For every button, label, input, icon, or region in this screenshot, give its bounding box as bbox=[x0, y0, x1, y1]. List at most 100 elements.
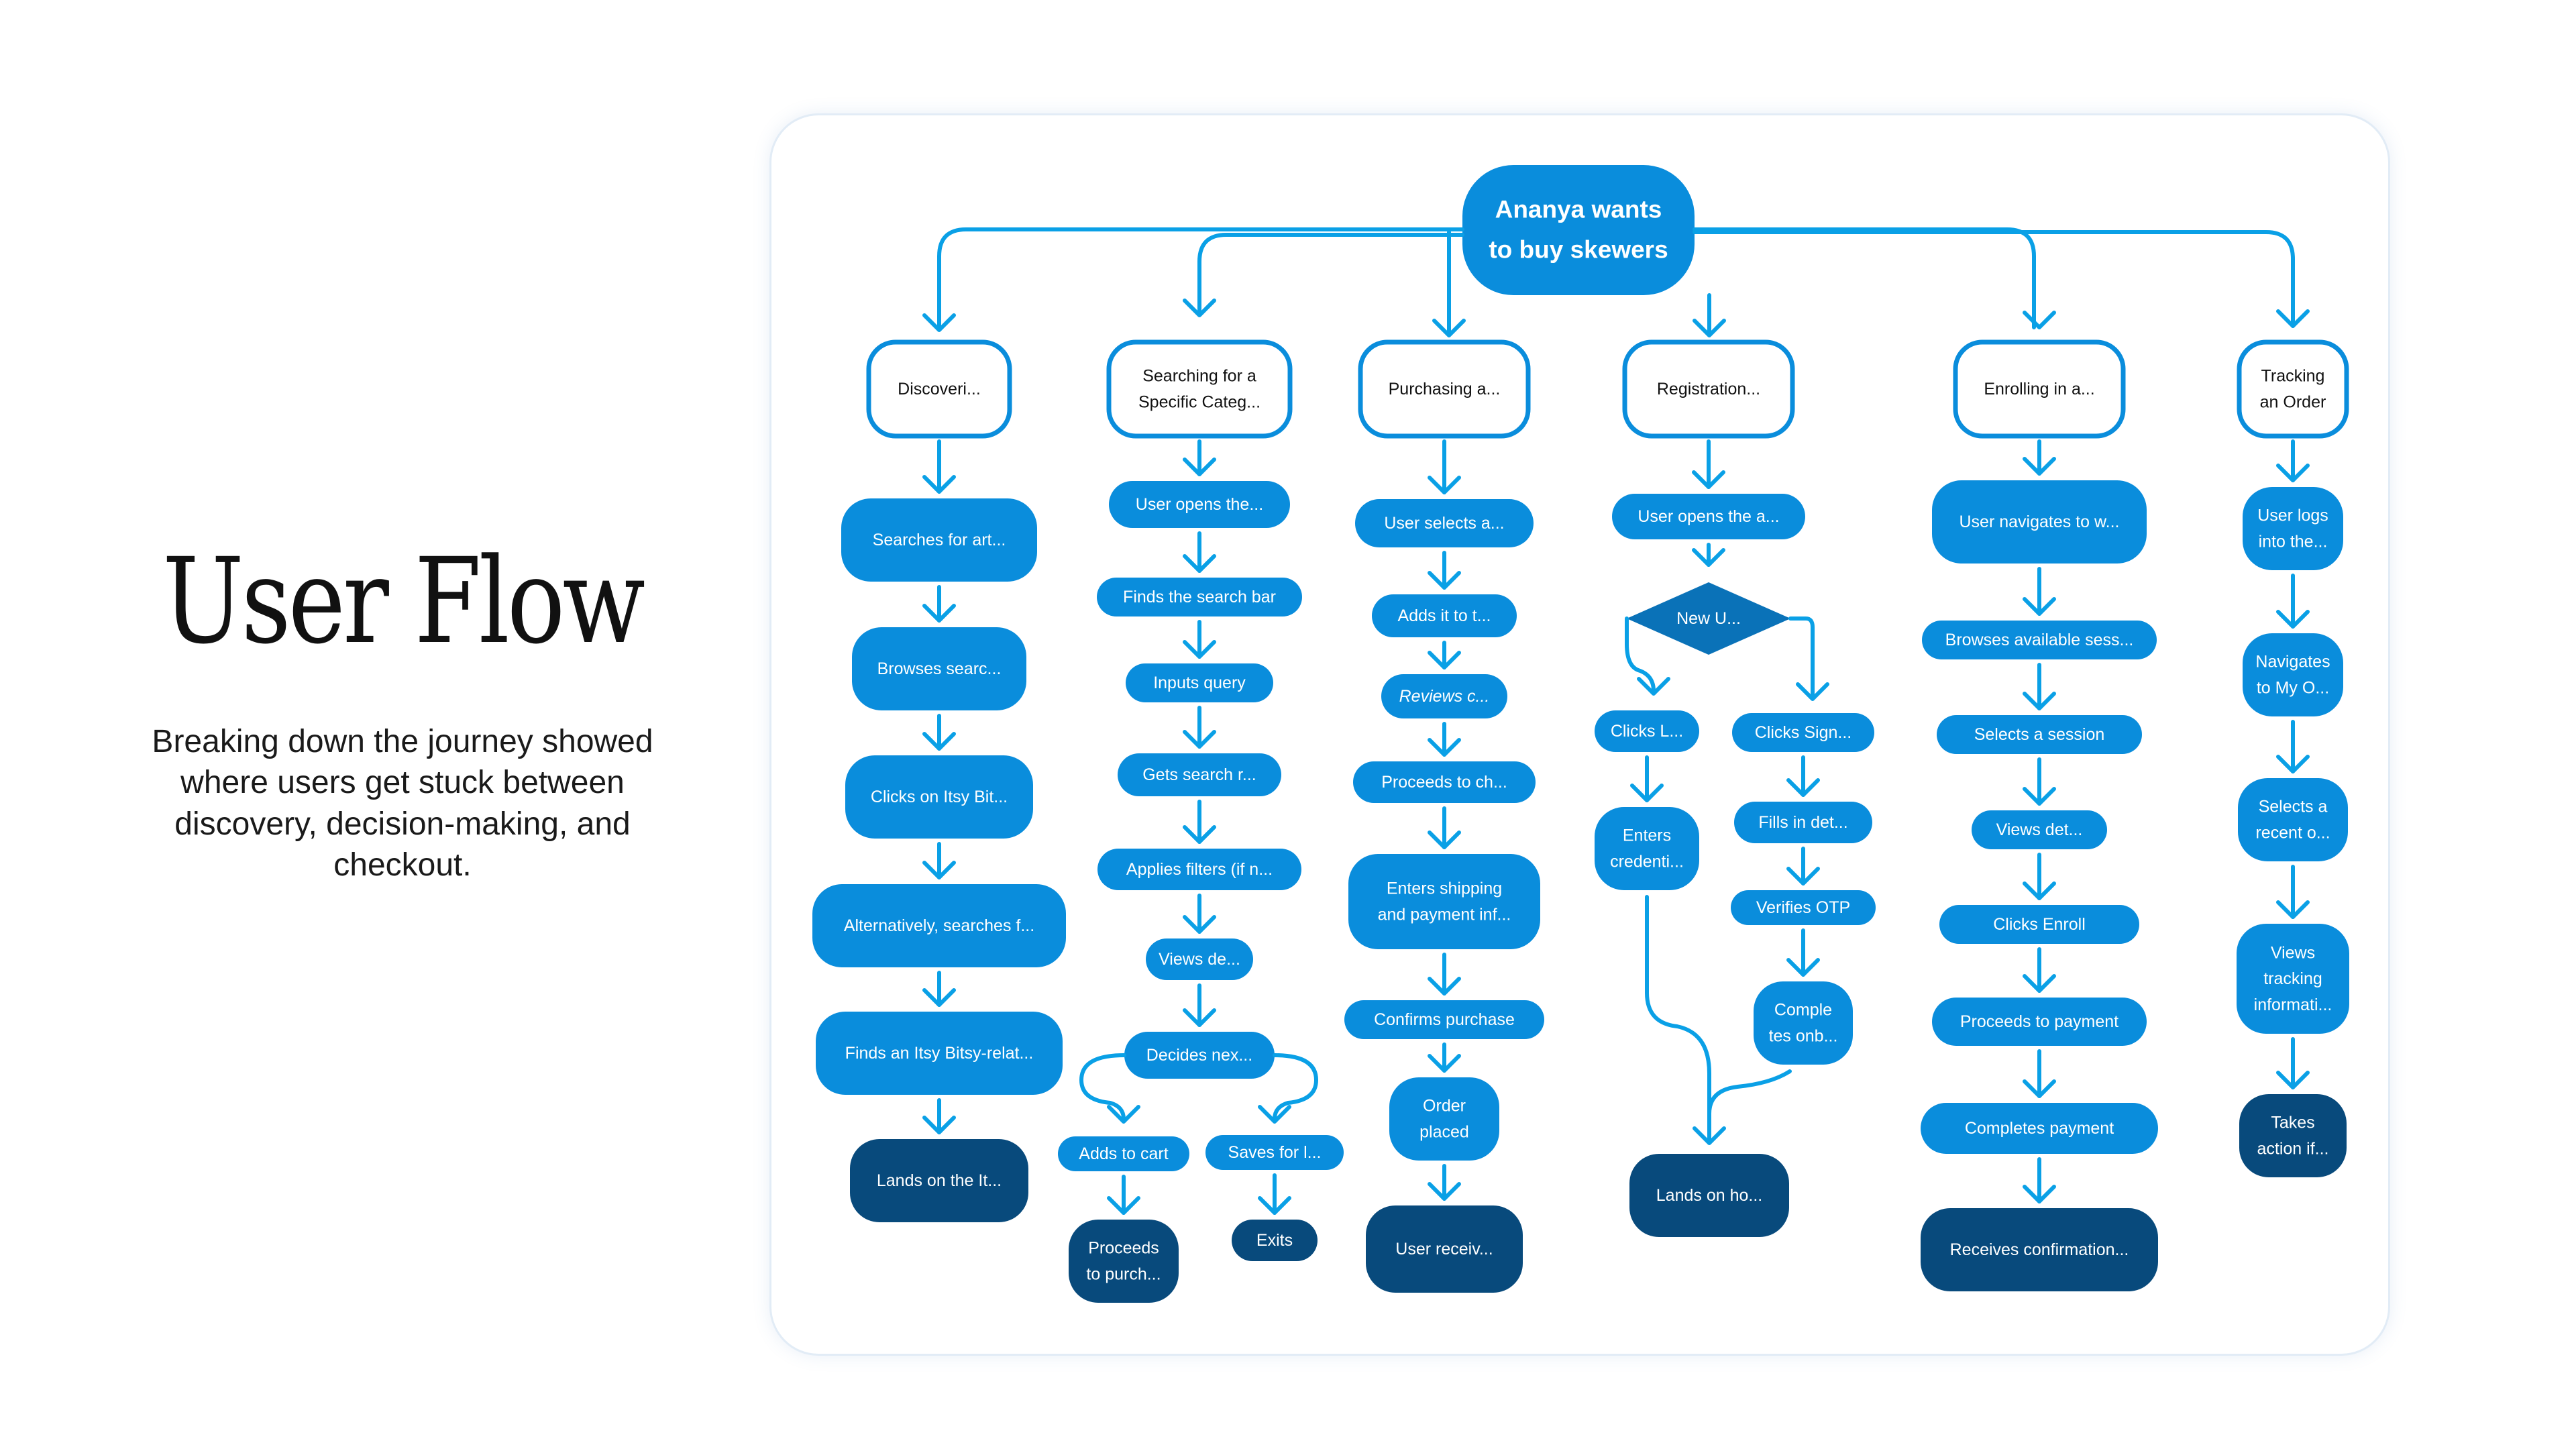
step-node bbox=[1732, 713, 1874, 752]
category-shape bbox=[1358, 339, 1531, 439]
arrow-head bbox=[2023, 597, 2056, 616]
step-node bbox=[1355, 499, 1534, 547]
step-node bbox=[1372, 594, 1517, 637]
arrow-head bbox=[2276, 309, 2310, 328]
step-shape bbox=[1595, 710, 1699, 752]
arrow-head bbox=[2023, 881, 2056, 900]
step-shape bbox=[1937, 715, 2142, 754]
step-shape bbox=[1932, 998, 2147, 1046]
step-node bbox=[1612, 494, 1805, 539]
node-label: Comple bbox=[1774, 1001, 1832, 1020]
node-label: Navigates bbox=[2255, 653, 2330, 672]
step-node bbox=[1595, 807, 1699, 890]
arrow-head bbox=[1183, 640, 1216, 659]
step-shape bbox=[1069, 1220, 1179, 1303]
node-label: Selects a bbox=[2259, 798, 2328, 816]
arrow-head bbox=[1428, 571, 1461, 590]
arrow-head bbox=[1258, 1196, 1291, 1215]
step-node bbox=[1754, 981, 1853, 1065]
arrow-head bbox=[2023, 311, 2056, 329]
node-label: Discoveri... bbox=[898, 380, 981, 398]
node-label: Specific Categ... bbox=[1138, 392, 1260, 411]
arrow-head bbox=[1796, 682, 1829, 701]
step-shape bbox=[812, 884, 1066, 967]
step-node bbox=[1972, 810, 2107, 849]
arrow-head bbox=[1786, 867, 1820, 885]
root-connector bbox=[1693, 227, 2036, 329]
step-node bbox=[1205, 1135, 1344, 1170]
step-node bbox=[1344, 1000, 1544, 1039]
step-node bbox=[1932, 480, 2147, 564]
node-label: an Order bbox=[2260, 392, 2326, 411]
step-node bbox=[845, 755, 1033, 839]
node-label: Fills in det... bbox=[1758, 813, 1847, 832]
step-node bbox=[1921, 1103, 2158, 1154]
arrow-head bbox=[1428, 476, 1461, 494]
step-shape bbox=[1124, 1032, 1275, 1079]
step-node bbox=[2243, 487, 2343, 570]
node-label: Enrolling in a... bbox=[1984, 380, 2094, 398]
arrow-head bbox=[1107, 1105, 1140, 1124]
end-node bbox=[1366, 1205, 1523, 1293]
end-node bbox=[1921, 1208, 2158, 1291]
node-label: Exits bbox=[1256, 1231, 1293, 1250]
arrow-head bbox=[1432, 319, 1466, 337]
arrow-head bbox=[1428, 651, 1461, 669]
arrow-head bbox=[2023, 457, 2056, 476]
step-shape bbox=[1921, 1208, 2158, 1291]
step-shape bbox=[1389, 1077, 1499, 1161]
arrow-head bbox=[922, 475, 956, 494]
step-node bbox=[1109, 481, 1290, 528]
step-node bbox=[1731, 890, 1876, 925]
step-node bbox=[1146, 938, 1253, 980]
step-shape bbox=[1355, 499, 1534, 547]
step-node bbox=[1734, 802, 1872, 843]
arrow-head bbox=[1183, 554, 1216, 573]
step-shape bbox=[1754, 981, 1853, 1065]
node-label: User selects a... bbox=[1384, 514, 1504, 533]
node-label: User opens the... bbox=[1136, 495, 1263, 514]
step-node bbox=[1381, 674, 1507, 718]
step-shape bbox=[1109, 481, 1290, 528]
category-shape bbox=[1622, 339, 1795, 439]
node-label: User logs bbox=[2257, 506, 2328, 525]
arrow-head bbox=[2276, 610, 2310, 629]
category-node bbox=[2237, 339, 2349, 439]
arrow-head bbox=[2276, 1071, 2310, 1089]
step-node bbox=[1058, 1136, 1189, 1171]
arrow-head bbox=[1637, 677, 1670, 696]
arrow-head bbox=[1183, 458, 1216, 476]
step-shape bbox=[1731, 890, 1876, 925]
decision-node: New U... bbox=[1627, 582, 1790, 655]
step-node bbox=[2238, 778, 2348, 861]
branch-connector-left bbox=[1079, 1053, 1126, 1121]
node-label: Clicks L... bbox=[1611, 722, 1683, 741]
step-shape bbox=[1932, 480, 2147, 564]
merge-connector-right bbox=[1707, 1069, 1792, 1116]
step-shape bbox=[1734, 802, 1872, 843]
step-shape bbox=[2243, 633, 2343, 716]
arrow-head bbox=[922, 604, 956, 623]
node-label: Reviews c... bbox=[1399, 687, 1490, 706]
node-label: tracking bbox=[2263, 969, 2322, 988]
arrow-head bbox=[1183, 825, 1216, 844]
step-shape bbox=[1922, 621, 2157, 659]
arrow-head bbox=[1428, 977, 1461, 996]
step-shape bbox=[1118, 753, 1281, 796]
category-node bbox=[1622, 339, 1795, 439]
node-label: Browses available sess... bbox=[1945, 631, 2134, 649]
arrow-head bbox=[922, 988, 956, 1007]
step-shape bbox=[2238, 778, 2348, 861]
step-shape bbox=[1612, 494, 1805, 539]
node-label: Searching for a bbox=[1142, 367, 1256, 386]
node-label: Decides nex... bbox=[1146, 1046, 1252, 1065]
node-label: Alternatively, searches f... bbox=[844, 916, 1034, 935]
merge-connector-left bbox=[1645, 895, 1711, 1142]
node-label: Completes payment bbox=[1965, 1119, 2114, 1138]
arrow-head bbox=[1428, 1182, 1461, 1201]
node-label: Registration... bbox=[1657, 380, 1760, 398]
node-label: Enters bbox=[1623, 826, 1671, 845]
node-label: Tracking bbox=[2261, 367, 2325, 386]
step-shape bbox=[1058, 1136, 1189, 1171]
